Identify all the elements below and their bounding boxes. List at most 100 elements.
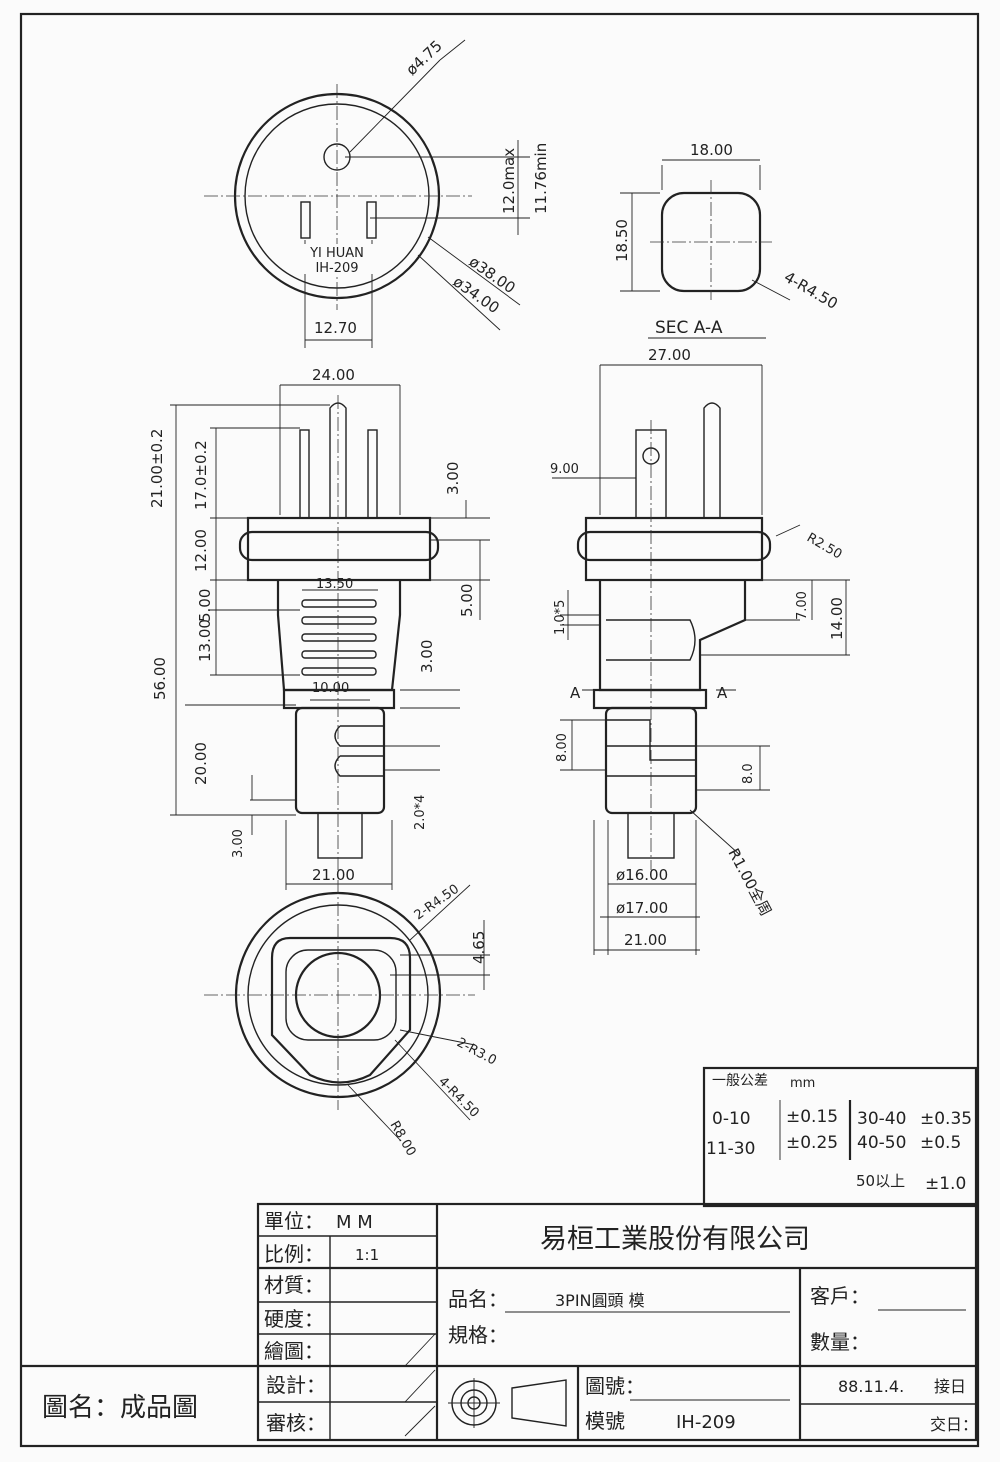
dim-pin-span: 12.70 (314, 319, 357, 337)
dim-hole-dia: ø4.75 (402, 37, 445, 79)
dim-total-length: 56.00 (151, 657, 169, 700)
model-no-value: IH-209 (676, 1412, 736, 1433)
tol-r1a: 0-10 (712, 1109, 751, 1129)
tol-r1c: 30-40 (857, 1109, 906, 1129)
unit-value: M M (336, 1212, 373, 1233)
model-no-label: 模號 (585, 1409, 625, 1433)
checked-label: 審核： (266, 1411, 326, 1435)
sec-width: 18.00 (690, 141, 733, 159)
dim-2-r45: 2-R4.50 (412, 882, 462, 924)
tol-r2a: 11-30 (706, 1139, 755, 1159)
tol-r2b: ±0.25 (786, 1133, 838, 1153)
bottom-view: 2-R4.50 4.65 2-R3.0 4-R4.50 R8.00 (204, 880, 499, 1159)
tol-r3b: ±1.0 (925, 1174, 966, 1194)
side-body (598, 580, 747, 692)
dim-r1: R1.00全周 (724, 845, 775, 919)
top-view: ø4.75 12.0max 11.76min ø38.00 ø34.00 12.… (204, 37, 550, 348)
material-label: 材質： (264, 1273, 324, 1297)
brand-text: YI HUAN (309, 246, 364, 261)
tol-r3a: 50以上 (856, 1172, 905, 1190)
dim-pin-len-outer: 21.00±0.2 (148, 429, 166, 508)
dim-side-7: 7.00 (795, 591, 810, 620)
bottom-square-body (270, 936, 412, 1084)
dim-dia17: ø17.00 (616, 899, 668, 917)
sec-height: 18.50 (613, 219, 631, 262)
sheet-border (19, 12, 980, 1448)
product-label: 品名： (448, 1287, 508, 1311)
label-a-right: A (717, 684, 728, 702)
dim-bottom-width: 21.00 (312, 866, 355, 884)
dim-5-right: 5.00 (458, 584, 476, 617)
dim-3-bottom: 3.00 (231, 829, 246, 858)
dim-side-8-right: 8.0 (741, 763, 756, 784)
dim-pin-gap-min: 11.76min (532, 143, 550, 214)
front-cord (317, 812, 363, 859)
dim-slot: 2.0*4 (413, 795, 428, 830)
tol-r1b: ±0.15 (786, 1107, 838, 1127)
dim-3-right: 3.00 (444, 462, 462, 495)
received-label: 接日 (934, 1377, 966, 1396)
dim-side-8-left: 8.00 (555, 733, 570, 762)
drawing-name: 圖名：成品圖 (42, 1393, 198, 1423)
dim-r25: R2.50 (804, 530, 844, 562)
dim-pin-len-inner: 17.0±0.2 (192, 440, 210, 510)
section-title: SEC A-A (655, 318, 723, 338)
unit-label: 單位： (264, 1209, 324, 1233)
delivered-label: 交日： (930, 1415, 978, 1434)
side-collar (584, 516, 764, 582)
dim-4-r45: 4-R4.50 (435, 1074, 482, 1121)
hardness-label: 硬度： (264, 1307, 324, 1331)
dim-width21: 21.00 (624, 931, 667, 949)
dim-r8: R8.00 (387, 1119, 419, 1159)
dim-3-mid: 3.00 (418, 640, 436, 673)
front-body (276, 580, 402, 692)
product-value: 3PIN圓頭 模 (555, 1291, 645, 1310)
front-collar (246, 516, 432, 582)
drawing-no-label: 圖號： (585, 1374, 645, 1398)
dim-grip-width: 13.50 (316, 577, 353, 592)
scale-label: 比例： (264, 1242, 324, 1266)
label-a-left: A (570, 684, 581, 702)
dim-pin-gap-max: 12.0max (500, 148, 518, 214)
projection-symbol (448, 1378, 567, 1428)
front-pin-left (299, 429, 310, 519)
spec-label: 規格： (448, 1323, 508, 1347)
dim-465: 4.65 (470, 931, 488, 964)
tol-unit: mm (790, 1076, 815, 1091)
dim-rib: 1.0*5 (553, 600, 568, 635)
company-name: 易桓工業股份有限公司 (540, 1224, 810, 1255)
pin-slot-left (300, 201, 311, 239)
tolerance-table: 一般公差 mm 0-10 ±0.15 30-40 ±0.35 11-30 ±0.… (702, 1066, 978, 1208)
dim-front-width: 24.00 (312, 366, 355, 384)
dim-side-14: 14.00 (828, 597, 846, 640)
side-ground-pin (703, 402, 721, 518)
tol-title: 一般公差 (712, 1073, 768, 1089)
dim-side-9: 9.00 (550, 462, 579, 477)
designed-label: 設計： (266, 1373, 326, 1397)
tol-r2c: 40-50 (857, 1133, 906, 1153)
dim-2-r3: 2-R3.0 (454, 1035, 499, 1068)
scale-value: 1:1 (355, 1246, 379, 1264)
qty-label: 數量： (810, 1330, 870, 1354)
dim-dia16: ø16.00 (616, 866, 668, 884)
tol-r2d: ±0.5 (920, 1133, 961, 1153)
dim-neck-width: 10.00 (312, 681, 349, 696)
front-pin-right (367, 429, 378, 519)
dim-5-left: 5.00 (196, 589, 214, 622)
dim-collar: 12.00 (192, 529, 210, 572)
section-a-a: 18.00 18.50 4-R4.50 SEC A-A (613, 141, 841, 339)
dim-side-width: 27.00 (648, 346, 691, 364)
drawn-label: 繪圖： (264, 1339, 324, 1363)
title-block: 單位： M M 比例： 1:1 材質： 硬度： 繪圖： 設計： 審核： 易桓工業… (21, 1202, 978, 1442)
front-view: 24.00 21.00±0.2 17.0±0.2 12.00 3.00 5.00… (148, 366, 490, 890)
dim-13-left: 13.00 (196, 619, 214, 662)
date-value: 88.11.4. (838, 1377, 904, 1396)
dim-20: 20.00 (192, 742, 210, 785)
side-view: 27.00 9.00 R2.50 1.0*5 7.00 14.00 A A 8.… (550, 346, 850, 955)
tol-r1d: ±0.35 (920, 1109, 972, 1129)
customer-label: 客戶： (810, 1284, 870, 1308)
sec-radius: 4-R4.50 (781, 268, 841, 313)
front-strain-relief (294, 706, 386, 815)
model-mark-text: IH-209 (315, 261, 358, 276)
